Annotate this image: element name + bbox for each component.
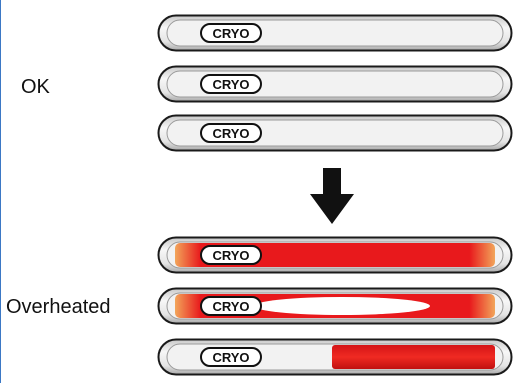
cryo-logo-icon: CRYO	[200, 123, 262, 143]
tube-ok-1: CRYO	[157, 14, 513, 52]
heat-fill	[332, 345, 495, 369]
brand-text: CRYO	[212, 248, 249, 263]
tube-ok-2: CRYO	[157, 65, 513, 103]
brand-text: CRYO	[212, 26, 249, 41]
brand-text: CRYO	[212, 299, 249, 314]
hot-spot-highlight	[254, 297, 430, 315]
cryo-logo-icon: CRYO	[200, 245, 262, 265]
cryo-logo-icon: CRYO	[200, 23, 262, 43]
down-arrow-icon	[310, 168, 354, 224]
ok-label: OK	[21, 76, 50, 98]
brand-text: CRYO	[212, 126, 249, 141]
brand-text: CRYO	[212, 350, 249, 365]
overheated-label: Overheated	[6, 296, 111, 318]
tube-ok-3: CRYO	[157, 114, 513, 152]
cryo-logo-icon: CRYO	[200, 296, 262, 316]
tube-overheated-2: CRYO	[157, 287, 513, 325]
cryo-logo-icon: CRYO	[200, 74, 262, 94]
cryo-logo-icon: CRYO	[200, 347, 262, 367]
tube-overheated-3: CRYO	[157, 338, 513, 376]
tube-overheated-1: CRYO	[157, 236, 513, 274]
frame-border-line	[0, 0, 1, 383]
brand-text: CRYO	[212, 77, 249, 92]
